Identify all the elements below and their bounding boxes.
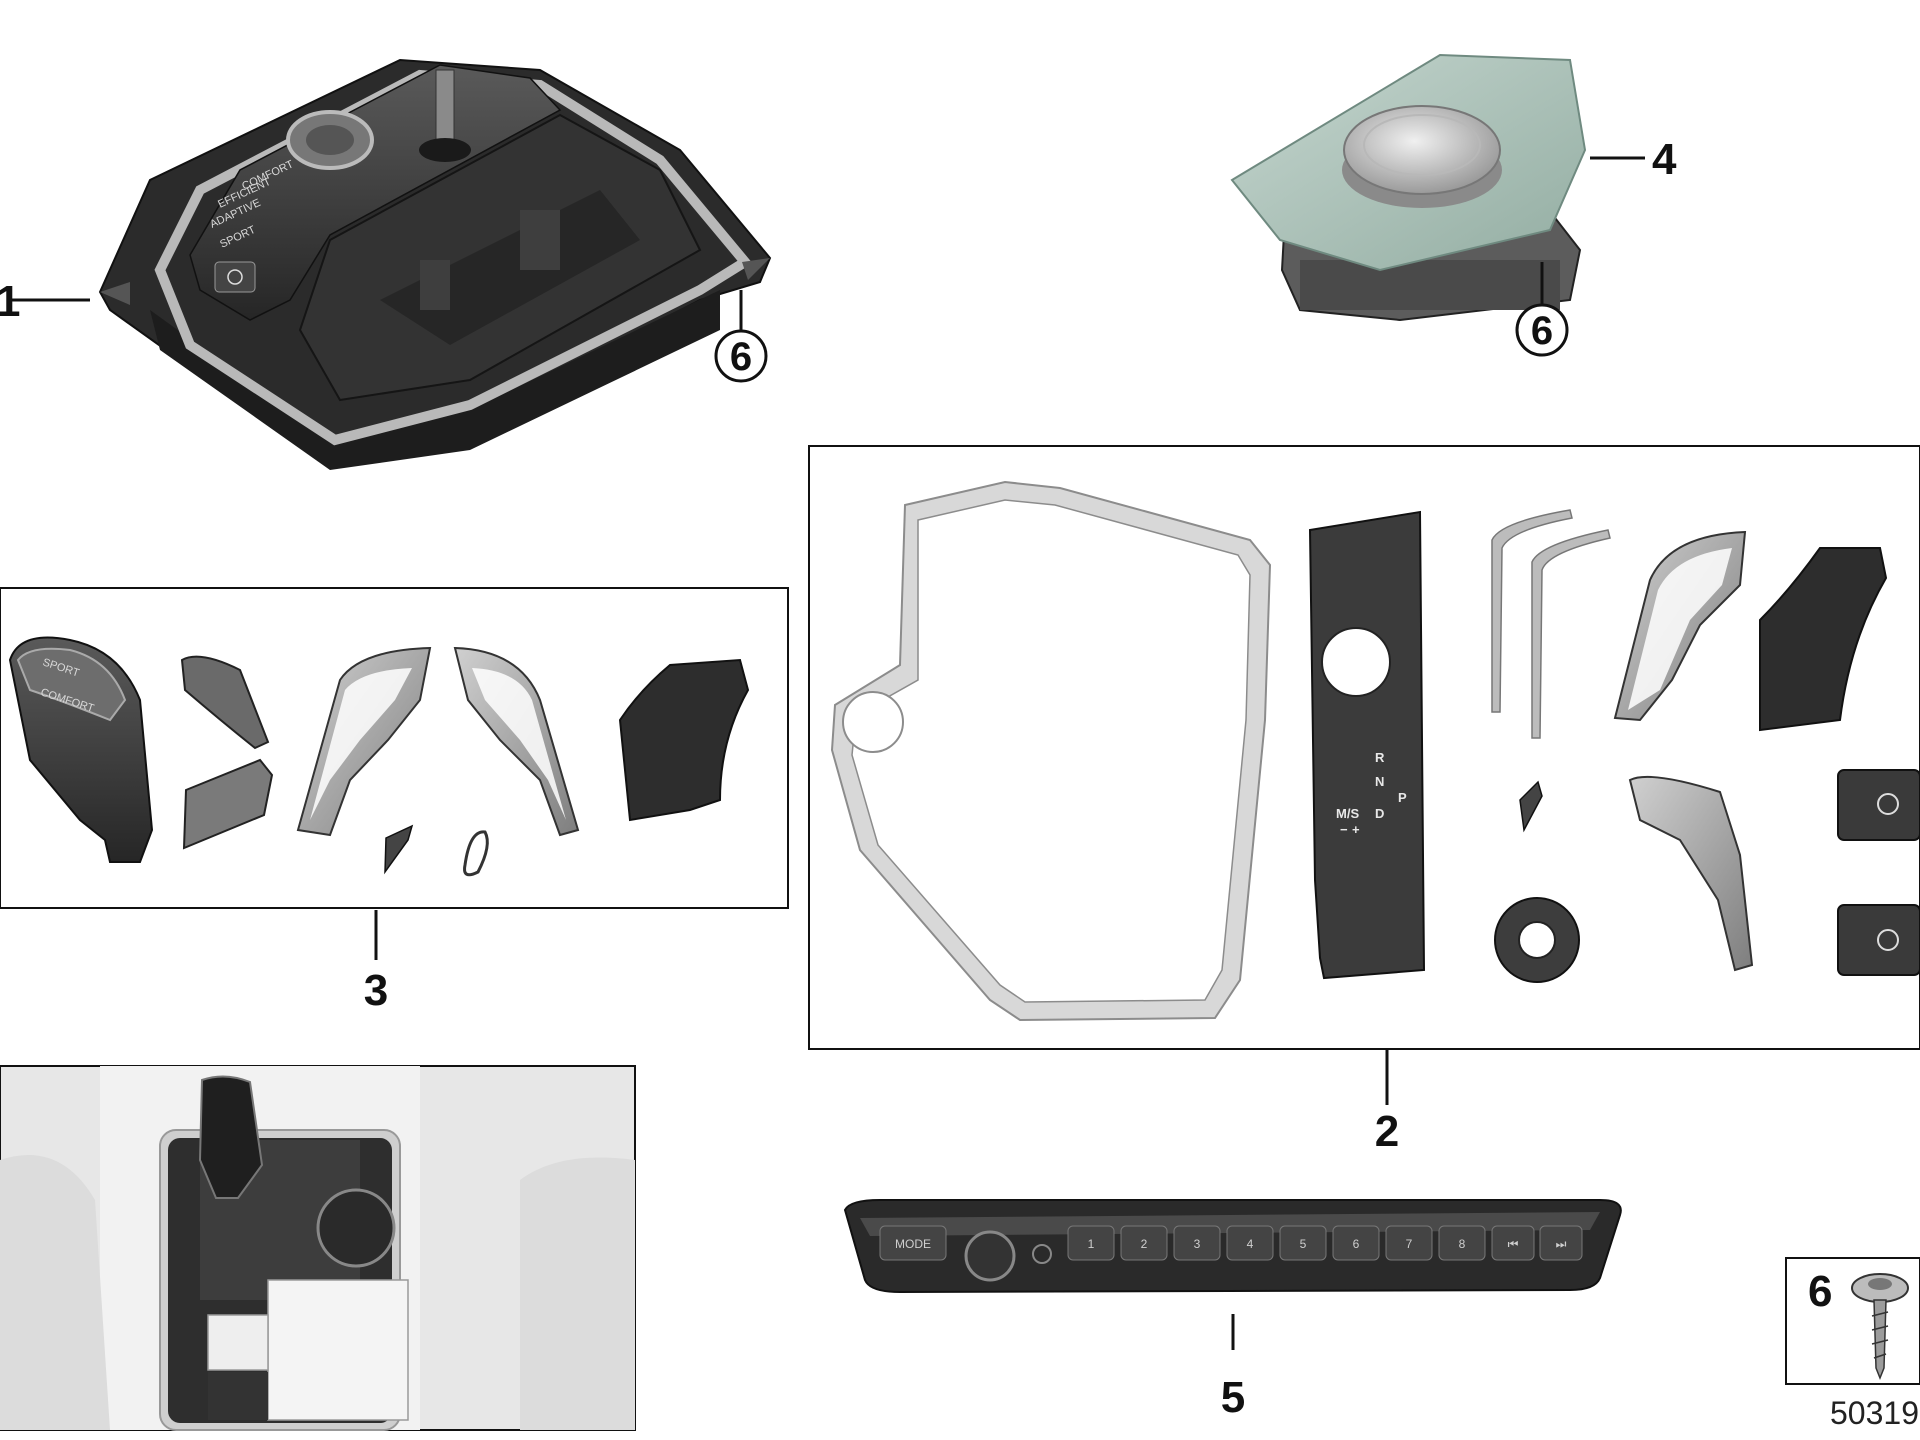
preset-key-label-2: 2 [1141, 1237, 1148, 1251]
callout-4: 4 [1652, 135, 1677, 184]
preset-key-4 [1226, 1225, 1274, 1261]
gear-d: D [1375, 806, 1384, 821]
part-1-gear-selector-console: SPORT ADAPTIVE EFFICIENT COMFORT [98, 58, 772, 470]
interior-reference-view [0, 1065, 636, 1431]
callout-6b-circle [1515, 303, 1569, 357]
legend-screw-box [1785, 1257, 1920, 1385]
preset-key-8 [1438, 1225, 1486, 1261]
preset-key-label-5: 5 [1300, 1237, 1307, 1251]
gear-n: N [1375, 774, 1384, 789]
preset-key-label-3: 3 [1194, 1237, 1201, 1251]
prev-key [1491, 1225, 1535, 1261]
catalog-number: 50319 [1830, 1395, 1919, 1431]
gear-minus: − [1340, 822, 1348, 837]
preset-key-7 [1385, 1225, 1433, 1261]
part-3-frame [0, 587, 789, 909]
callout-6a-circle [714, 329, 768, 383]
legend-6-label: 6 [1808, 1267, 1832, 1316]
next-key-label: ⏭ [1556, 1237, 1567, 1251]
callout-2: 2 [1375, 1107, 1399, 1156]
preset-key-label-1: 1 [1088, 1237, 1095, 1251]
preset-key-5 [1279, 1225, 1327, 1261]
preset-key-label-4: 4 [1247, 1237, 1254, 1251]
callout-3: 3 [364, 966, 388, 1015]
gear-plus: + [1352, 822, 1360, 837]
preset-keys-group: 1 2 3 4 5 6 7 8 [1067, 1225, 1486, 1261]
callout-5: 5 [1221, 1373, 1245, 1422]
preset-key-6 [1332, 1225, 1380, 1261]
preset-key-label-6: 6 [1353, 1237, 1360, 1251]
preset-key-1 [1067, 1225, 1115, 1261]
callout-6b: 6 [1531, 309, 1553, 353]
part-3-gear-lever-parts: SPORT COMFORT [8, 636, 750, 877]
prev-key-label: ⏮ [1508, 1237, 1519, 1251]
part-4-idrive-controller [1230, 53, 1587, 322]
gear-r: R [1375, 750, 1385, 765]
part-2-frame [808, 445, 1920, 1050]
gear-p: P [1398, 790, 1407, 805]
preset-key-label-7: 7 [1406, 1237, 1413, 1251]
part-2-trim-set: R N P M/S D + − [830, 480, 1920, 1022]
mode-key: MODE [895, 1237, 931, 1251]
callout-6a: 6 [730, 335, 752, 379]
preset-key-label-8: 8 [1459, 1237, 1466, 1251]
preset-key-2 [1120, 1225, 1168, 1261]
next-key [1539, 1225, 1583, 1261]
callout-1: 1 [0, 277, 20, 326]
preset-key-3 [1173, 1225, 1221, 1261]
gear-ms: M/S [1336, 806, 1359, 821]
